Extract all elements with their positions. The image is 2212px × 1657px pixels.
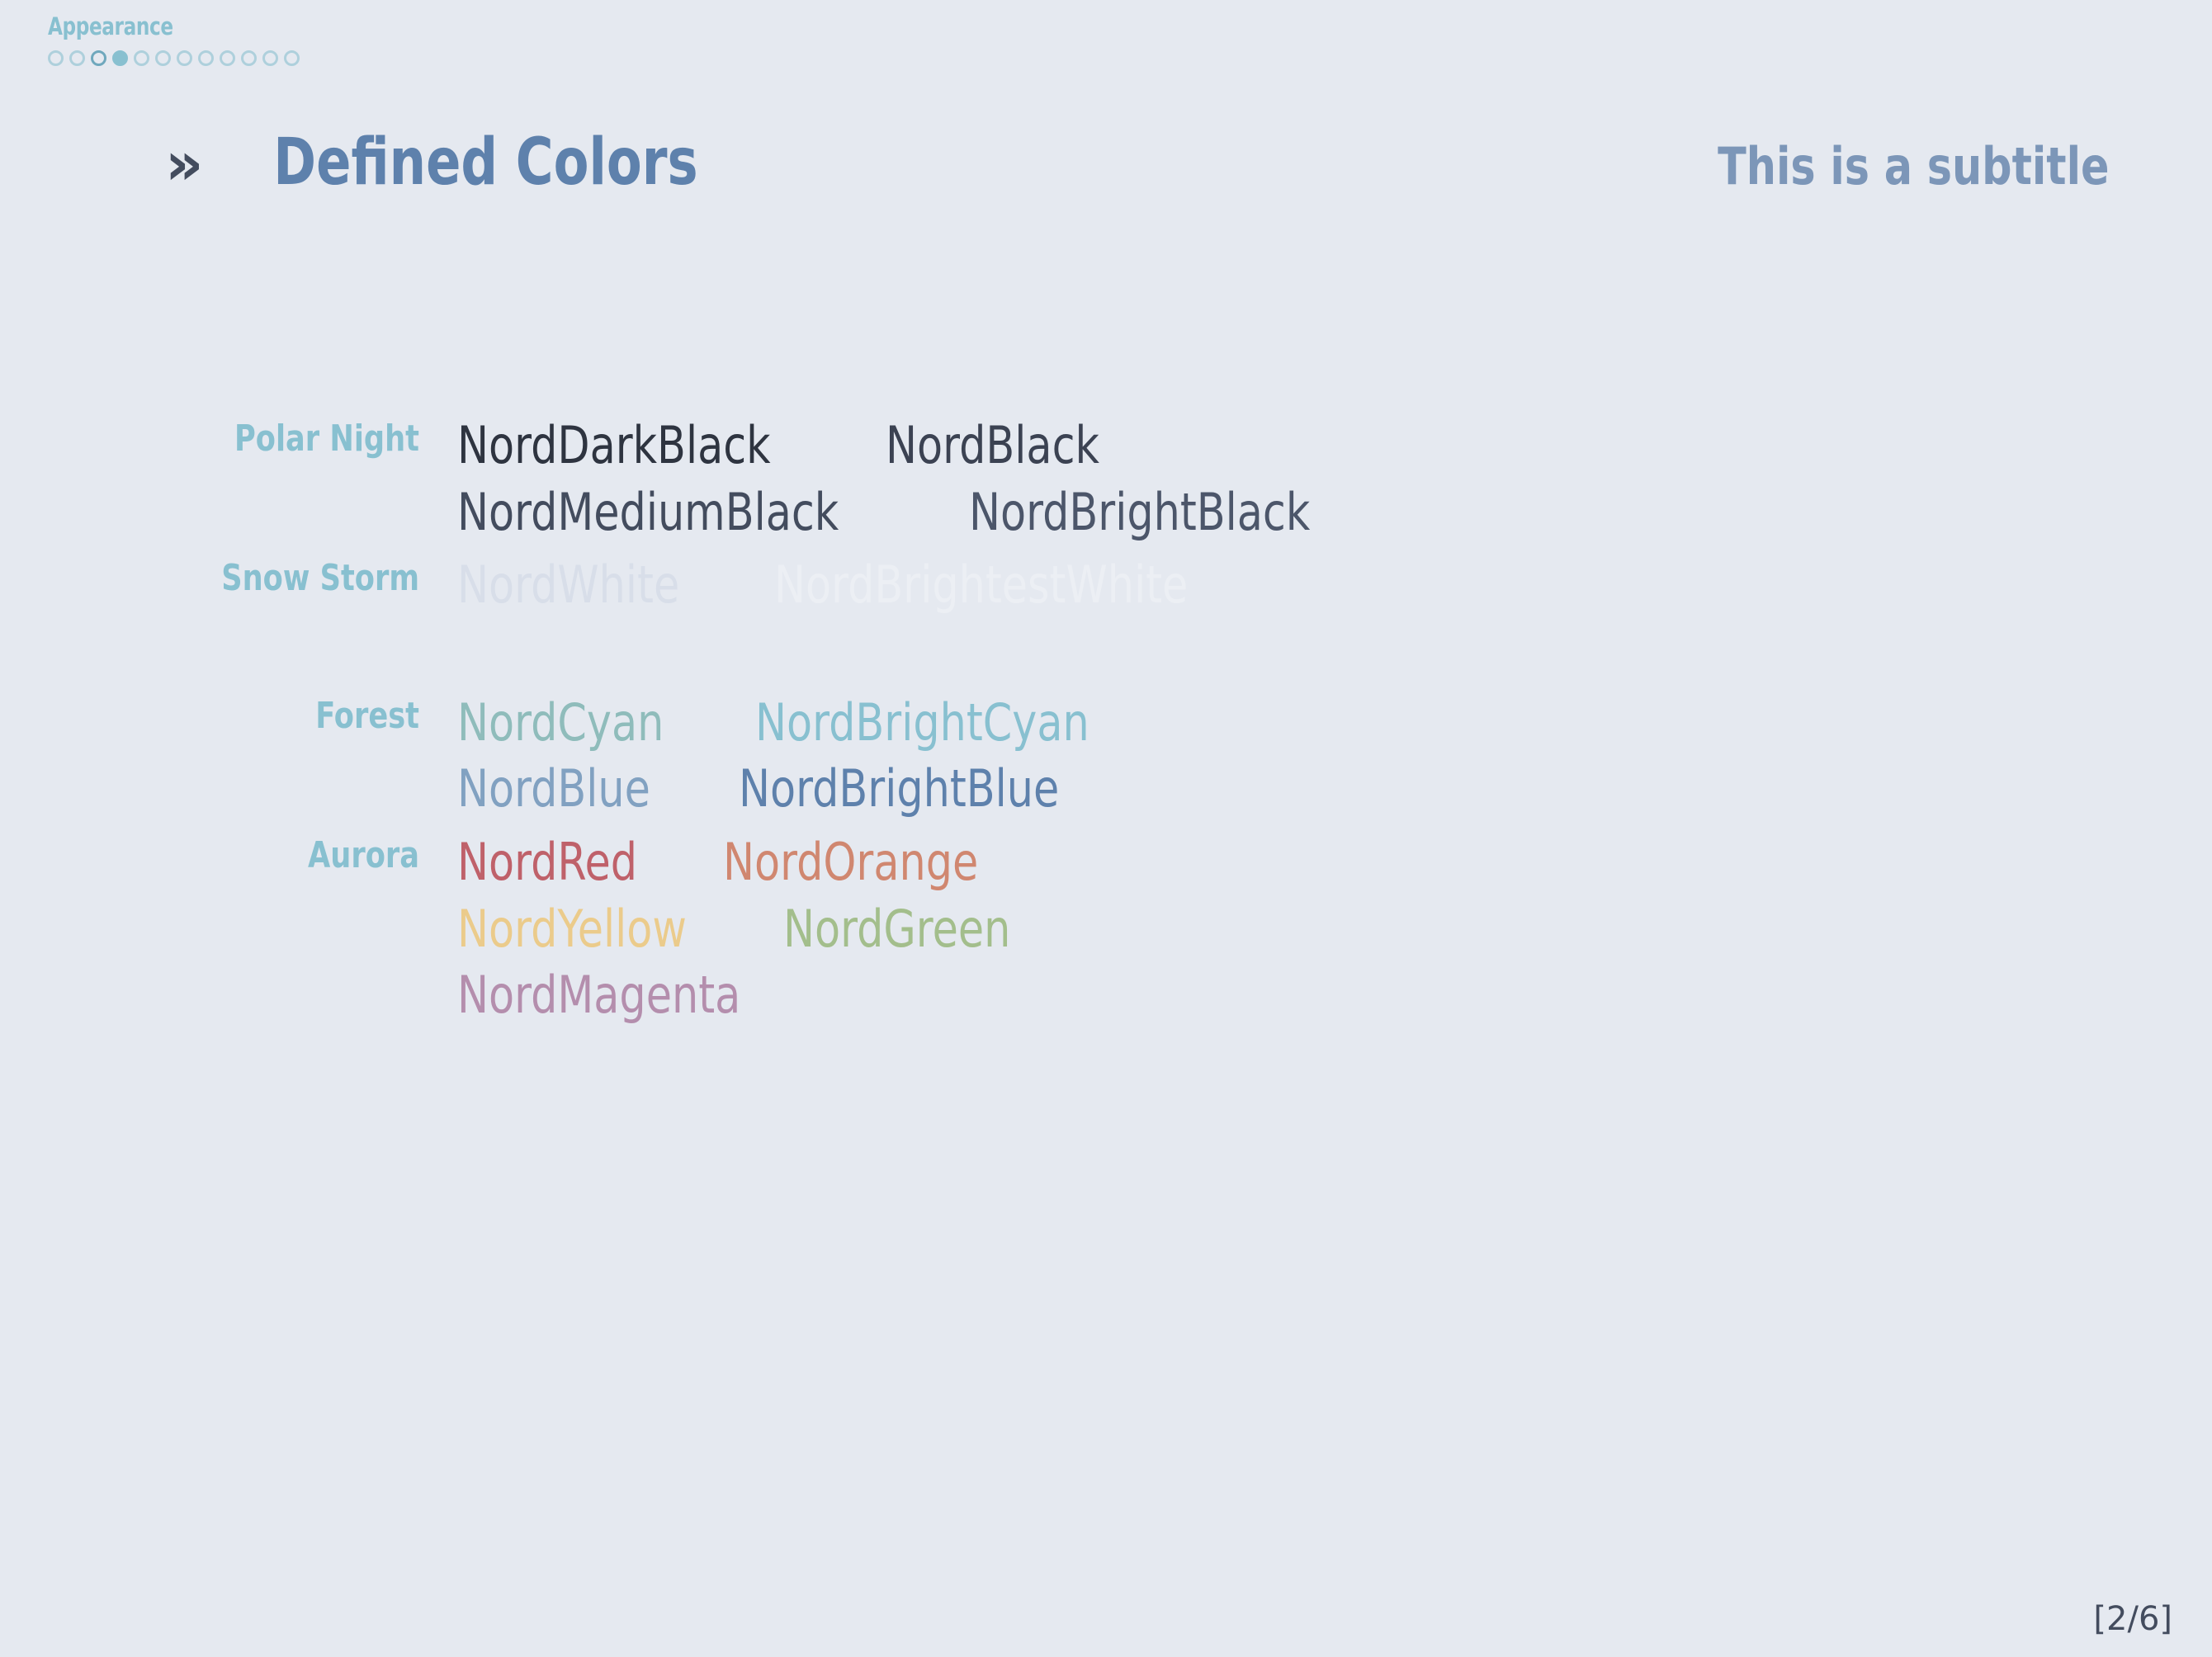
color-line: NordRed NordOrange <box>457 829 2212 896</box>
color-line: NordCyan NordBrightCyan <box>457 690 2212 757</box>
color-swatch-name: NordMediumBlack <box>457 481 839 542</box>
page-subtitle: This is a subtitle <box>1718 136 2110 196</box>
color-swatch-name: NordBrightBlack <box>968 481 1311 542</box>
color-line: NordMagenta <box>457 962 2212 1029</box>
color-swatch-name: NordDarkBlack <box>457 415 771 475</box>
progress-dot[interactable] <box>91 50 106 66</box>
progress-dot-row <box>48 50 300 66</box>
page-number: [2/6] <box>2093 1600 2172 1638</box>
color-swatch-name: NordYellow <box>457 898 687 959</box>
progress-dot[interactable] <box>177 50 192 66</box>
color-line: NordYellow NordGreen <box>457 896 2212 963</box>
title-left-group: » Defined Colors <box>165 130 750 195</box>
spacer <box>686 805 739 806</box>
spacer <box>702 739 755 740</box>
spacer <box>833 462 886 463</box>
progress-dot[interactable] <box>284 50 300 66</box>
color-group-label: Snow Storm <box>221 557 419 600</box>
title-row: » Defined Colors This is a subtitle <box>0 130 2212 221</box>
color-swatch-name: NordCyan <box>457 692 664 753</box>
spacer <box>670 879 723 880</box>
slide-navigation: Appearance <box>48 15 300 66</box>
color-group: Snow Storm NordWhite NordBrightestWhite <box>0 552 2212 619</box>
color-swatch-name: NordOrange <box>722 831 979 892</box>
color-group-items: NordWhite NordBrightestWhite <box>419 552 2212 619</box>
progress-dot[interactable] <box>220 50 235 66</box>
color-line: NordMediumBlack NordBrightBlack <box>457 479 2212 546</box>
color-group-label: Forest <box>315 694 419 737</box>
progress-dot[interactable] <box>262 50 278 66</box>
color-line: NordBlue NordBrightBlue <box>457 756 2212 823</box>
spacer <box>730 946 783 947</box>
page-title: Defined Colors <box>272 125 698 200</box>
color-swatch-name: NordBlue <box>457 758 650 819</box>
color-swatch-name: NordMagenta <box>457 965 741 1026</box>
progress-dot[interactable] <box>112 50 128 66</box>
color-group-label: Aurora <box>308 833 419 876</box>
progress-dot[interactable] <box>198 50 214 66</box>
progress-dot[interactable] <box>134 50 149 66</box>
color-line: NordDarkBlack NordBlack <box>457 413 2212 479</box>
color-line: NordWhite NordBrightestWhite <box>457 552 2212 619</box>
progress-dot[interactable] <box>48 50 64 66</box>
color-swatch-name: NordBrightBlue <box>739 758 1060 819</box>
color-swatch-name: NordWhite <box>457 555 680 616</box>
spacer <box>916 529 969 530</box>
color-swatch-name: NordBrightCyan <box>755 692 1090 753</box>
color-swatch-name: NordGreen <box>782 898 1011 959</box>
progress-dot[interactable] <box>241 50 257 66</box>
color-swatch-name: NordBlack <box>885 415 1099 475</box>
color-swatch-name: NordBrightestWhite <box>774 555 1189 616</box>
color-swatch-name: NordRed <box>457 831 638 892</box>
progress-dot[interactable] <box>155 50 171 66</box>
color-group-label: Polar Night <box>234 418 419 460</box>
progress-dot[interactable] <box>69 50 85 66</box>
double-chevron-right-icon: » <box>165 129 204 198</box>
section-name[interactable]: Appearance <box>48 12 173 40</box>
